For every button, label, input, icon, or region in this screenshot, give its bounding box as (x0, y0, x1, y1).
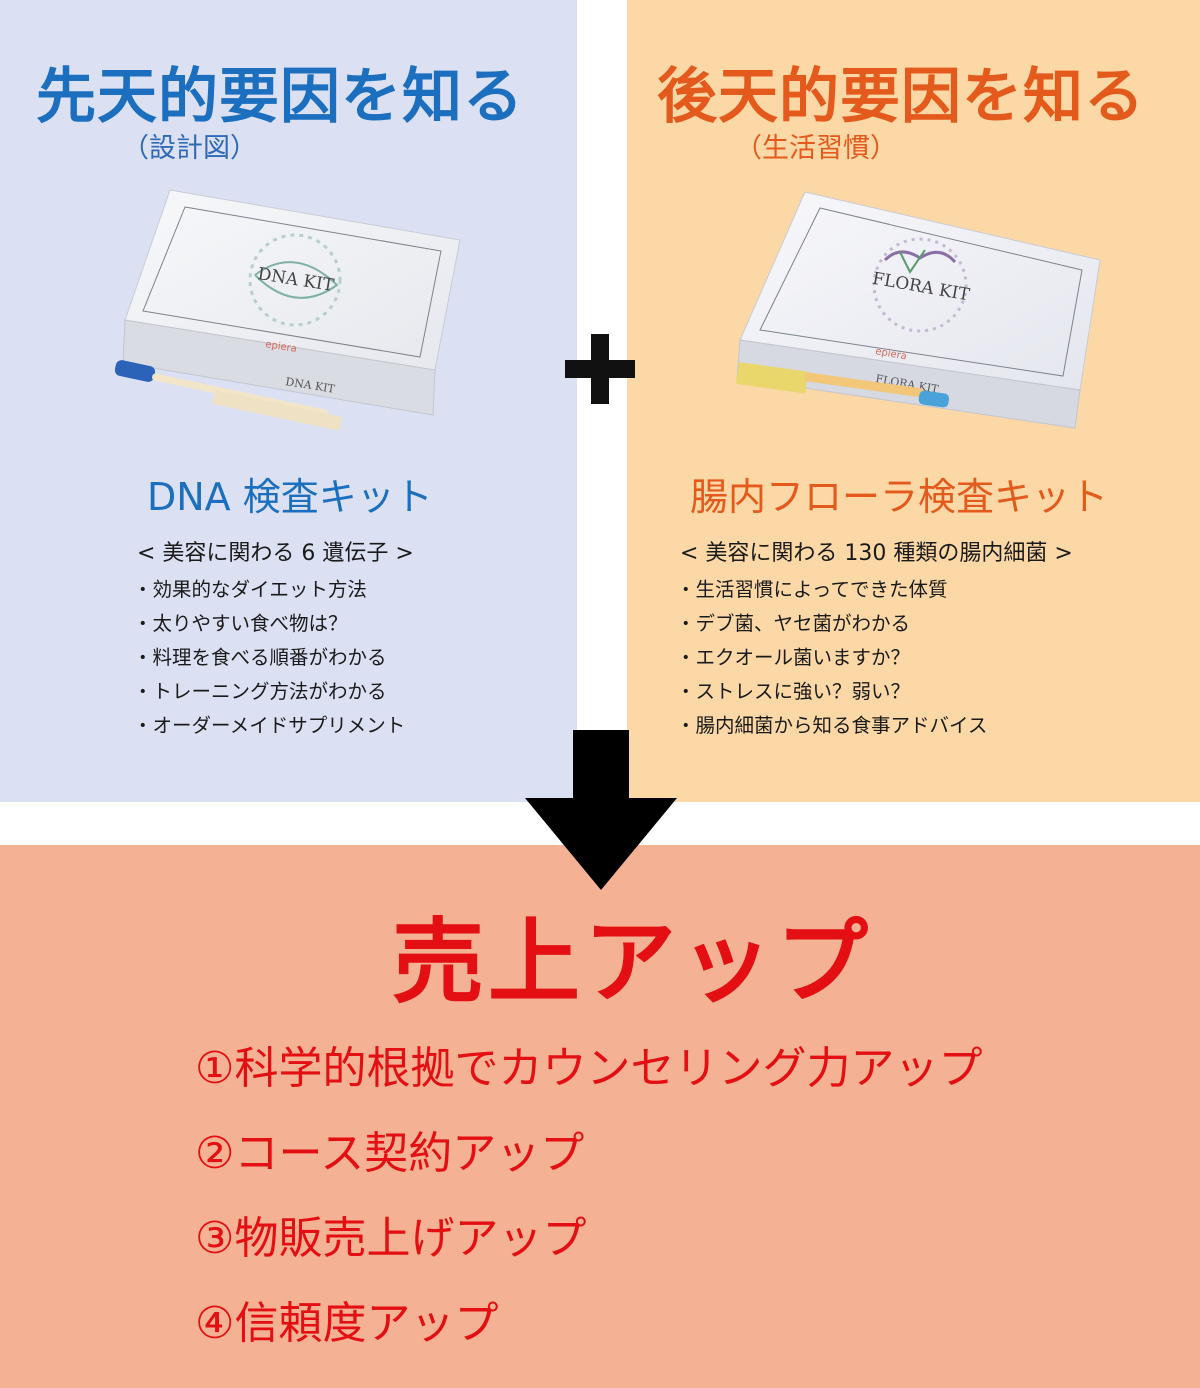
result-title: 売上アップ (392, 909, 873, 1016)
dna-box-brand: epiera (265, 339, 298, 355)
flora-subheading: （生活習慣） (735, 133, 897, 164)
dna-feature: < 美容に関わる 6 遺伝子 > (137, 541, 414, 566)
down-arrow-icon (525, 730, 677, 890)
list-item: ストレスに強い？弱い？ (676, 675, 987, 709)
list-item: 太りやすい食べ物は？ (133, 607, 405, 641)
list-item: 生活習慣によってできた体質 (676, 573, 987, 607)
list-item: トレーニング方法がわかる (133, 675, 405, 709)
flora-box-brand: epiera (874, 346, 907, 362)
flora-bullet-list: 生活習慣によってできた体質 デブ菌、ヤセ菌がわかる エクオール菌いますか？ スト… (676, 573, 988, 743)
list-item: オーダーメイドサプリメント (133, 709, 406, 743)
list-item: 料理を食べる順番がわかる (133, 641, 405, 675)
list-item: デブ菌、ヤセ菌がわかる (676, 607, 987, 641)
dna-kit-title: DNA 検査キット (147, 475, 433, 519)
list-item: エクオール菌いますか？ (676, 641, 987, 675)
dna-subheading: （設計図） (122, 133, 257, 164)
list-item: ③物販売上げアップ (195, 1213, 587, 1264)
flora-kit-image: FLORA KIT epiera FLORA KIT (736, 191, 1101, 429)
list-item: ②コース契約アップ (195, 1128, 585, 1179)
list-item: 効果的なダイエット方法 (133, 573, 405, 607)
flora-heading: 後天的要因を知る (657, 62, 1145, 132)
list-item: 腸内細菌から知る食事アドバイス (676, 709, 988, 743)
list-item: ①科学的根拠でカウンセリング力アップ (195, 1043, 983, 1094)
list-item: ④信頼度アップ (195, 1298, 499, 1349)
result-panel (0, 845, 1200, 1388)
dna-heading: 先天的要因を知る (36, 62, 524, 132)
benefit-list: ①科学的根拠でカウンセリング力アップ ②コース契約アップ ③物販売上げアップ ④… (195, 1026, 982, 1366)
dna-bullet-list: 効果的なダイエット方法 太りやすい食べ物は？ 料理を食べる順番がわかる トレーニ… (133, 573, 406, 743)
flora-feature: < 美容に関わる 130 種類の腸内細菌 > (680, 541, 1073, 566)
flora-kit-title: 腸内フローラ検査キット (690, 475, 1109, 519)
plus-icon (565, 334, 635, 404)
dna-kit-image: DNA KIT epiera DNA KIT (115, 189, 461, 431)
